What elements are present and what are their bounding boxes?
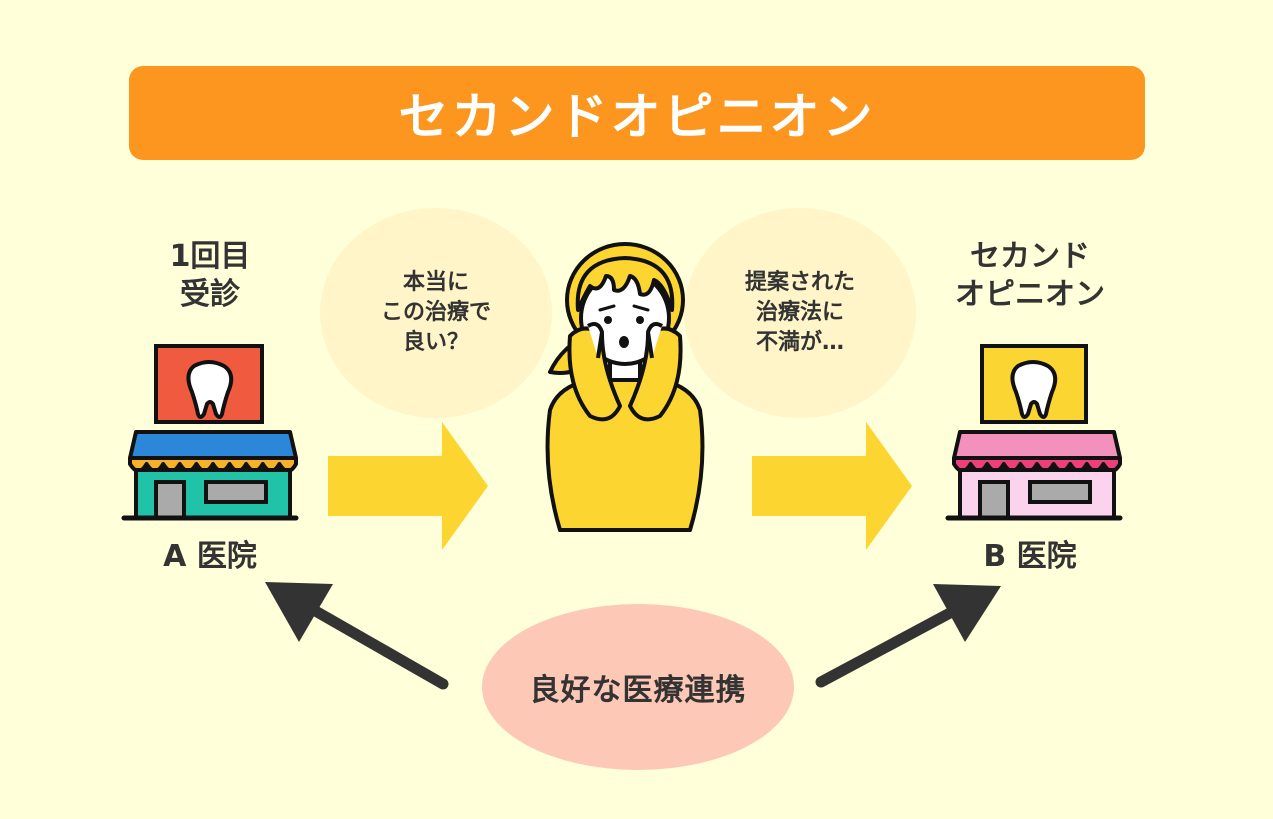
thought-left-text: 本当に この治療で 良い？ — [380, 270, 491, 355]
thought-bubble-right: 提案された 治療法に 不満が… — [684, 208, 916, 418]
arrow-diagonal-icon — [265, 582, 449, 690]
right-clinic-caption: セカンド オピニオン — [930, 238, 1130, 313]
thought-right-text: 提案された 治療法に 不満が… — [744, 270, 855, 355]
collaboration-bubble: 良好な医療連携 — [482, 604, 794, 770]
thought-bubble-left: 本当に この治療で 良い？ — [320, 208, 552, 418]
tooth-icon — [1010, 360, 1058, 419]
left-caption-line1: 1回目 — [169, 239, 251, 274]
title-banner: セカンドオピニオン — [129, 66, 1145, 160]
collaboration-label: 良好な医療連携 — [529, 673, 747, 708]
arrow-diagonal-icon — [815, 584, 1001, 688]
arrow-right-icon — [328, 422, 488, 550]
tooth-icon — [186, 360, 234, 419]
worried-woman-icon — [545, 242, 705, 532]
clinic-a-building-icon — [121, 344, 299, 521]
right-caption-line2: オピニオン — [955, 276, 1105, 312]
left-clinic-caption: 1回目 受診 — [150, 238, 270, 313]
clinic-b-building-icon — [945, 344, 1123, 521]
page-title: セカンドオピニオン — [398, 88, 876, 146]
clinic-b-name: B 医院 — [983, 539, 1077, 574]
arrow-right-icon — [752, 422, 912, 550]
clinic-a-name: A 医院 — [163, 539, 257, 574]
right-caption-line1: セカンド — [970, 239, 1090, 274]
left-caption-line2: 受診 — [180, 276, 240, 312]
